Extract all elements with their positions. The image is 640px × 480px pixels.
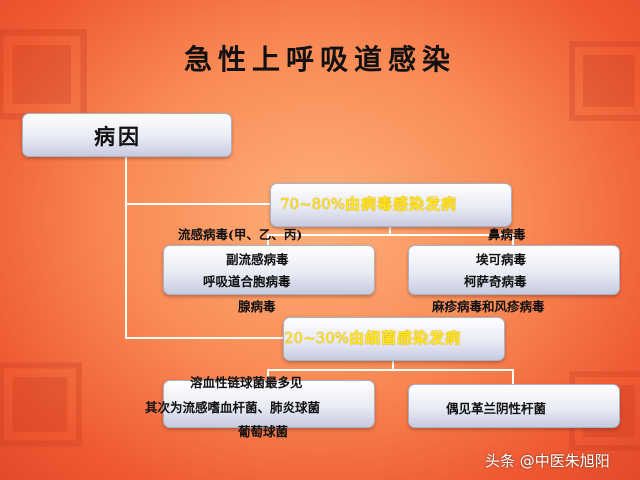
bacteria-header-text: 20~30%由细菌感染发病: [284, 327, 461, 348]
virus-left-box: [163, 245, 375, 295]
virus-item: 副流感病毒: [226, 252, 289, 267]
connector-virus-stem: [389, 225, 391, 235]
bacteria-left-box: [163, 380, 375, 428]
virus-right-box: [408, 245, 620, 295]
virus-header-percent: 70~80%: [280, 195, 345, 213]
connector-to-virus: [125, 203, 272, 205]
seal-ornament-top-right: ▣: [559, 10, 640, 133]
seal-ornament-top-left: ▣: [0, 0, 98, 133]
seal-ornament-bottom-left: ▣: [0, 330, 92, 459]
connector-virus-bar: [267, 234, 514, 236]
watermark: 头条 @中医朱旭阳: [485, 452, 610, 470]
connector-virus-right: [512, 234, 514, 245]
virus-header-rest: 由病毒感染发病: [345, 195, 458, 213]
virus-item: 柯萨奇病毒: [464, 274, 527, 289]
virus-item: 呼吸道合胞病毒: [203, 274, 291, 289]
virus-header-box: [270, 183, 512, 227]
bacteria-header-box: [283, 317, 505, 361]
virus-item: 腺病毒: [238, 299, 276, 314]
virus-item: 鼻病毒: [488, 227, 526, 242]
bacteria-header-percent: 20~30%: [284, 329, 349, 347]
cause-box: [22, 113, 232, 157]
slide-title: 急性上呼吸道感染: [183, 43, 456, 76]
connector-bacteria-bar: [267, 369, 514, 371]
bacteria-item: 偶见革兰阴性杆菌: [446, 401, 547, 416]
virus-item: 麻疹病毒和风疹病毒: [432, 299, 545, 314]
connector-to-bacteria: [125, 337, 285, 339]
bacteria-item: 其次为流感嗜血杆菌、肺炎球菌: [145, 400, 321, 415]
bacteria-right-box: [408, 384, 620, 428]
virus-item: 埃可病毒: [476, 252, 527, 267]
connector-bacteria-left: [267, 369, 269, 380]
connector-virus-left: [267, 234, 269, 245]
connector-bacteria-stem: [392, 359, 394, 370]
bacteria-item: 葡萄球菌: [238, 424, 289, 439]
bacteria-item: 溶血性链球菌最多见: [190, 375, 303, 390]
virus-item: 流感病毒(甲、乙、丙): [178, 227, 303, 242]
bacteria-header-rest: 由细菌感染发病: [349, 329, 462, 347]
connector-bacteria-right: [512, 369, 514, 384]
cause-label: 病因: [94, 124, 142, 149]
virus-header-text: 70~80%由病毒感染发病: [280, 193, 457, 214]
connector-trunk: [125, 155, 127, 338]
